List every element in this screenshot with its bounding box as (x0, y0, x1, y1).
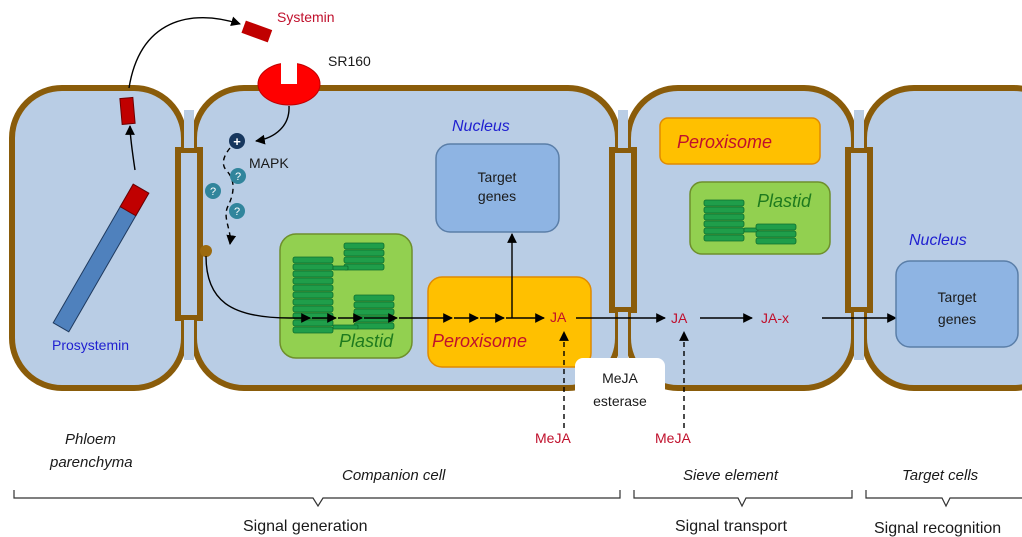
meja-label-2: MeJA (655, 430, 691, 446)
sr160-label: SR160 (328, 53, 371, 69)
lipase-dot-icon (200, 245, 212, 257)
mapk-plus-icon (229, 133, 245, 149)
ja-label-1: JA (550, 309, 567, 325)
nucleus-left-label: Nucleus (452, 118, 510, 135)
release-arrow (125, 125, 136, 171)
target-cells-label: Target cells (902, 467, 979, 484)
signal-transport-label: Signal transport (675, 518, 788, 535)
plasmodesmata-3 (845, 110, 873, 360)
phloem-label-1: Phloem (65, 431, 116, 448)
svg-text:?: ? (234, 206, 240, 218)
meja-esterase-label-1: MeJA (602, 370, 638, 386)
thylakoid-stacks-right (703, 199, 797, 245)
svg-text:?: ? (210, 186, 216, 198)
signal-generation-label: Signal generation (243, 518, 368, 535)
peroxisome-left (427, 276, 592, 368)
meja-esterase-callout (575, 358, 665, 414)
nucleus-right-label: Nucleus (909, 232, 967, 249)
ja-x-label: JA-x (761, 310, 789, 326)
sr160-receptor-icon (257, 60, 321, 106)
systemin-released-icon (119, 96, 136, 126)
target-genes-right-label-2: genes (938, 311, 976, 327)
signal-recognition-label: Signal recognition (874, 520, 1001, 537)
target-genes-right-box (895, 260, 1019, 348)
mapk-cascade-dashed (222, 147, 237, 245)
prosystemin-label: Prosystemin (52, 337, 129, 353)
sieve-element-label: Sieve element (683, 467, 779, 484)
receptor-to-mapk-arrow (255, 105, 290, 145)
target-genes-right-label-1: Target (938, 289, 977, 305)
svg-text:+: + (233, 134, 241, 149)
plastid-left-label: Plastid (339, 331, 394, 351)
companion-cell-label: Companion cell (342, 467, 446, 484)
unknown-kinase-icon-1 (230, 168, 246, 184)
meja-label-1: MeJA (535, 430, 571, 446)
peroxisome-right-label: Peroxisome (677, 132, 772, 152)
prosystemin-icon (52, 183, 150, 333)
svg-text:?: ? (235, 171, 241, 183)
ja-label-2: JA (671, 310, 688, 326)
target-genes-left-label-1: Target (478, 169, 517, 185)
plasmodesmata-1 (175, 110, 203, 360)
unknown-kinase-icon-3 (229, 203, 245, 219)
signal-generation-brace (13, 490, 621, 508)
systemin-transport-arrow (128, 16, 241, 89)
plastid-right-label: Plastid (757, 191, 812, 211)
peroxisome-right (659, 117, 821, 165)
mapk-label: MAPK (249, 155, 289, 171)
systemin-label: Systemin (277, 9, 335, 25)
plasmodesmata-2 (609, 110, 637, 360)
systemin-peptide-icon (241, 20, 273, 43)
target-genes-left-label-2: genes (478, 188, 516, 204)
signal-transport-brace (633, 490, 853, 508)
phloem-label-2: parenchyma (49, 454, 133, 471)
target-genes-left-box (435, 143, 560, 233)
peroxisome-left-label: Peroxisome (432, 331, 527, 351)
unknown-kinase-icon-2 (205, 183, 221, 199)
signal-recognition-brace (865, 490, 1022, 508)
lipid-to-plastid-arrow (205, 255, 291, 319)
meja-esterase-label-2: esterase (593, 393, 647, 409)
